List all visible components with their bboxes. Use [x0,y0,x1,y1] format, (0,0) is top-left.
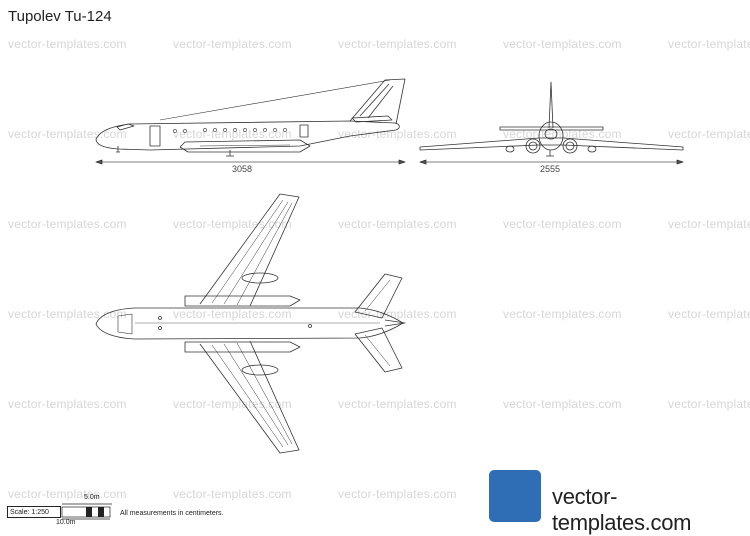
side-dimension-line [95,159,406,165]
side-length-label: 3058 [232,164,252,174]
front-view [419,81,684,157]
scale-top-mark: 5.0m [84,494,100,501]
front-dimension-line [419,159,684,165]
measurement-note: All measurements in centimeters. [120,510,224,517]
top-view [95,193,406,454]
front-span-label: 2555 [540,164,560,174]
logo-text[interactable]: vector-templates.com [552,484,692,535]
scale-bottom-mark: 10.0m [56,519,76,526]
scale-bar [61,503,112,520]
side-view [95,78,406,157]
page-title: Tupolev Tu-124 [8,8,112,25]
scale-label: Scale: 1:250 [7,506,61,518]
logo-badge [489,470,541,522]
